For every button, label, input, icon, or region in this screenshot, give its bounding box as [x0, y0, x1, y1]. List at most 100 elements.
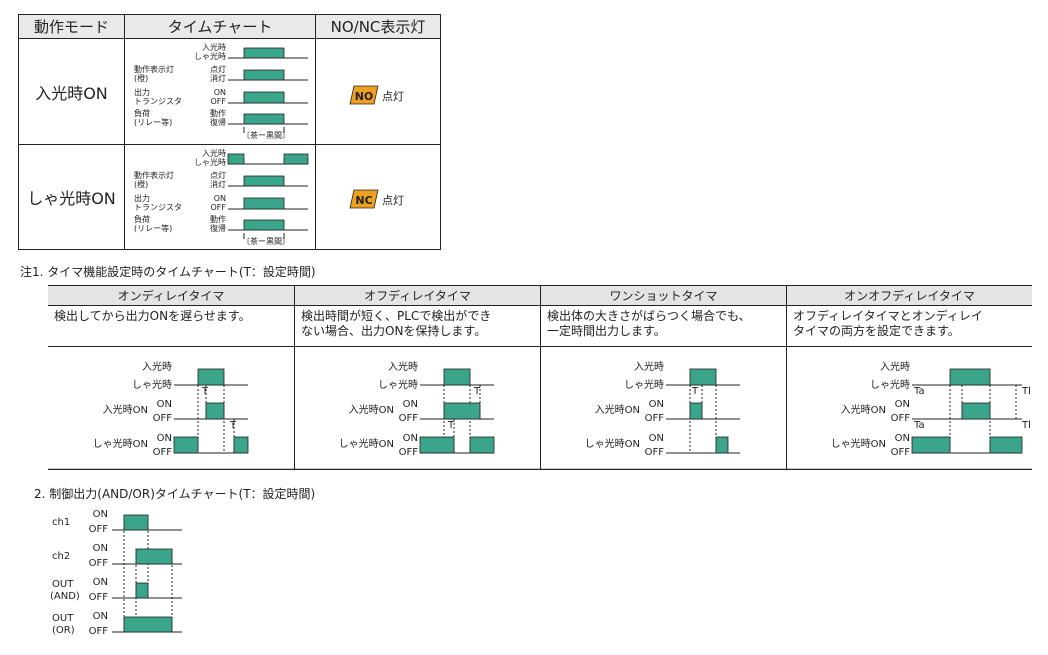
mode-dark-on: しゃ光時ON	[27, 189, 116, 208]
no-badge-icon	[349, 85, 379, 105]
svg-text:入光時ON: 入光時ON	[595, 403, 640, 416]
desc-on-delay: 検出してから出力ONを遅らせます。	[54, 309, 251, 323]
header-timechart: タイムチャート	[125, 15, 315, 38]
note-and-or-chart: 2. 制御出力(AND/OR)タイムチャート(T：設定時間)	[34, 487, 316, 501]
svg-text:入光時: 入光時	[202, 42, 226, 52]
svg-text:(AND): (AND)	[50, 591, 80, 602]
svg-text:Tb: Tb	[1021, 386, 1030, 397]
svg-text:〔茶ー黒間〕: 〔茶ー黒間〕	[242, 130, 290, 140]
svg-text:T: T	[473, 386, 481, 397]
svg-text:Tb: Tb	[1021, 420, 1030, 431]
chart-on-delay: 入光時 しゃ光時 入光時ON ON OFF しゃ光時ON ON OFF T T	[93, 360, 249, 458]
svg-text:消灯: 消灯	[210, 179, 226, 189]
svg-text:OFF: OFF	[89, 524, 109, 535]
svg-text:ON: ON	[649, 433, 664, 444]
svg-text:(リレー等): (リレー等)	[134, 223, 172, 233]
svg-text:T: T	[691, 386, 699, 397]
svg-text:動作表示灯: 動作表示灯	[134, 64, 174, 74]
svg-text:ON: ON	[403, 433, 418, 444]
svg-text:ON: ON	[895, 433, 910, 444]
svg-text:OFF: OFF	[399, 447, 419, 458]
svg-text:しゃ光時: しゃ光時	[624, 378, 664, 391]
svg-text:OFF: OFF	[89, 626, 109, 637]
svg-text:OFF: OFF	[891, 447, 911, 458]
nc-lamp-label: 点灯	[382, 194, 404, 207]
svg-text:ch2: ch2	[52, 551, 70, 562]
svg-text:OFF: OFF	[211, 203, 227, 212]
svg-text:ON: ON	[93, 577, 108, 588]
svg-text:ON: ON	[214, 88, 226, 97]
nc-badge-text: NC	[355, 194, 372, 207]
svg-text:(リレー等): (リレー等)	[134, 117, 172, 127]
svg-text:入光時: 入光時	[634, 360, 664, 373]
svg-text:しゃ光時ON: しゃ光時ON	[93, 437, 148, 450]
timechart-light-on: 入光時 しゃ光時 動作表示灯 (橙) 点灯 消灯 出力 トランジスタ ON OF…	[134, 42, 308, 140]
svg-text:動作: 動作	[210, 108, 226, 118]
svg-text:ON: ON	[157, 399, 172, 410]
svg-text:OUT: OUT	[52, 613, 74, 624]
svg-text:(OR): (OR)	[52, 625, 75, 636]
chart-on-off-delay: 入光時 しゃ光時 入光時ON ON OFF しゃ光時ON ON OFF Ta T…	[831, 360, 1030, 458]
svg-text:〔茶ー黒間〕: 〔茶ー黒間〕	[242, 236, 290, 246]
svg-text:T: T	[201, 386, 209, 397]
header-on-off-delay: オンオフディレイタイマ	[787, 286, 1032, 305]
svg-text:OFF: OFF	[645, 447, 665, 458]
timechart-dark-on: 入光時 しゃ光時 動作表示灯 (橙) 点灯 消灯 出力 トランジスタ ON OF…	[134, 148, 309, 246]
svg-text:入光時: 入光時	[142, 360, 172, 373]
timer-table: オンディレイタイマ オフディレイタイマ ワンショットタイマ オンオフディレイタイ…	[48, 285, 1032, 470]
header-indicator: NO/NC表示灯	[316, 15, 440, 38]
svg-text:OFF: OFF	[399, 413, 419, 424]
svg-text:ch1: ch1	[52, 517, 70, 528]
svg-text:入光時ON: 入光時ON	[103, 403, 148, 416]
table2-grid	[48, 285, 1032, 470]
svg-text:出力: 出力	[134, 87, 150, 97]
svg-text:出力: 出力	[134, 193, 150, 203]
svg-text:ON: ON	[157, 433, 172, 444]
chart-and-or: ch1 ON OFF ch2 ON OFF OUT (AND) ON OFF O…	[50, 509, 182, 637]
svg-text:復帰: 復帰	[210, 223, 226, 233]
svg-text:T: T	[229, 420, 237, 431]
svg-text:OFF: OFF	[645, 413, 665, 424]
desc-on-off-delay: オフディレイタイマとオンディレイタイマの両方を設定できます。	[793, 309, 983, 338]
operation-mode-table: 動作モード タイムチャート NO/NC表示灯 入光時ON しゃ光時ON NO 点…	[18, 14, 441, 250]
svg-text:ON: ON	[895, 399, 910, 410]
note-timer-chart: 注1. タイマ機能設定時のタイムチャート(T：設定時間)	[20, 265, 316, 279]
svg-text:しゃ光時: しゃ光時	[870, 378, 910, 391]
no-indicator: NO 点灯	[349, 85, 404, 105]
svg-text:入光時: 入光時	[880, 360, 910, 373]
header-one-shot: ワンショットタイマ	[541, 286, 786, 305]
svg-text:しゃ光時: しゃ光時	[194, 157, 226, 167]
svg-text:入光時: 入光時	[388, 360, 418, 373]
header-mode: 動作モード	[19, 15, 124, 38]
svg-text:ON: ON	[403, 399, 418, 410]
table1-grid	[18, 14, 441, 250]
no-badge-text: NO	[355, 90, 374, 103]
svg-text:(橙): (橙)	[134, 179, 148, 189]
svg-text:入光時: 入光時	[202, 148, 226, 158]
desc-one-shot: 検出体の大きさがばらつく場合でも、一定時間出力します。	[547, 309, 751, 338]
chart-one-shot: 入光時 しゃ光時 入光時ON ON OFF しゃ光時ON ON OFF T	[585, 360, 740, 458]
svg-text:動作表示灯: 動作表示灯	[134, 170, 174, 180]
svg-text:点灯: 点灯	[210, 170, 226, 180]
svg-text:しゃ光時: しゃ光時	[194, 51, 226, 61]
chart-off-delay: 入光時 しゃ光時 入光時ON ON OFF しゃ光時ON ON OFF T T	[339, 360, 495, 458]
nc-badge-icon	[349, 189, 379, 209]
header-on-delay: オンディレイタイマ	[48, 286, 294, 305]
mode-light-on: 入光時ON	[35, 83, 108, 103]
svg-text:OFF: OFF	[153, 447, 173, 458]
svg-text:Ta: Ta	[913, 420, 925, 431]
svg-text:ON: ON	[649, 399, 664, 410]
svg-text:消灯: 消灯	[210, 73, 226, 83]
svg-text:動作: 動作	[210, 214, 226, 224]
svg-text:ON: ON	[214, 194, 226, 203]
svg-text:OFF: OFF	[89, 592, 109, 603]
svg-text:トランジスタ: トランジスタ	[134, 97, 182, 106]
svg-text:しゃ光時: しゃ光時	[132, 378, 172, 391]
svg-text:Ta: Ta	[913, 386, 925, 397]
svg-text:入光時ON: 入光時ON	[841, 403, 886, 416]
svg-text:ON: ON	[93, 611, 108, 622]
svg-text:点灯: 点灯	[210, 64, 226, 74]
svg-text:ON: ON	[93, 509, 108, 520]
svg-text:しゃ光時ON: しゃ光時ON	[339, 437, 394, 450]
svg-text:負荷: 負荷	[134, 108, 150, 118]
